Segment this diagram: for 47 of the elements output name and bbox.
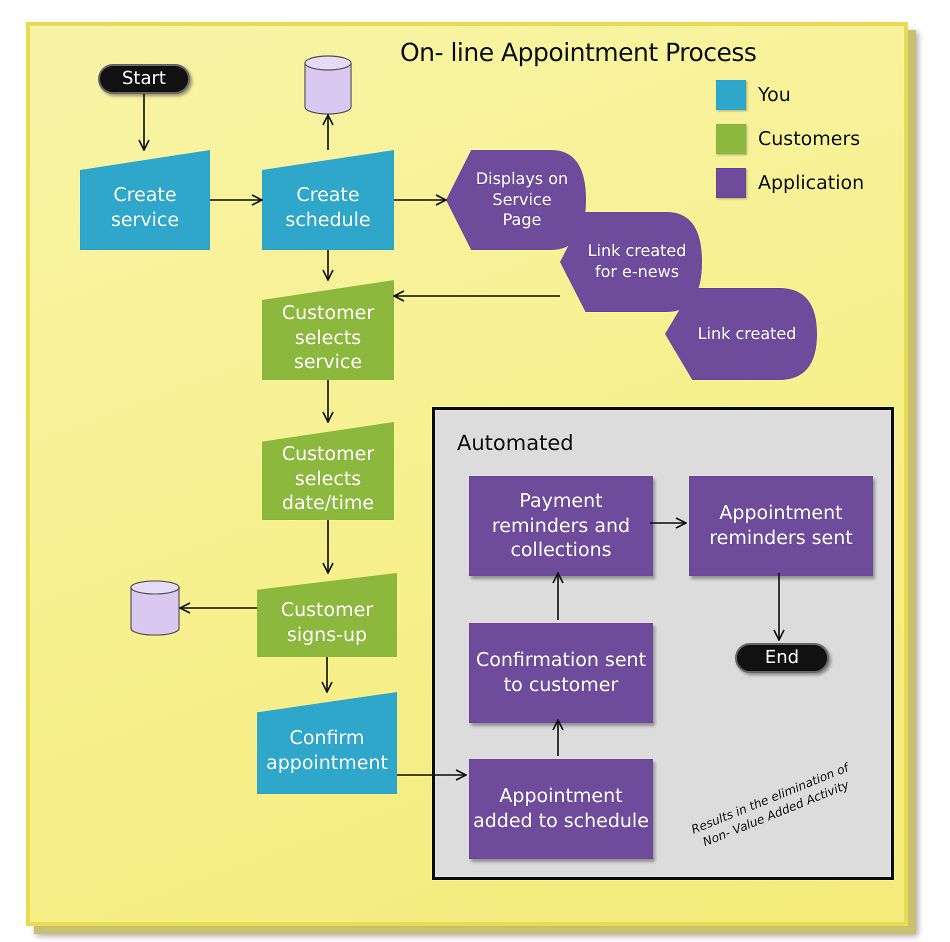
step-label: Confirm appointment	[265, 726, 389, 776]
legend-label: Customers	[758, 128, 860, 150]
legend-label: You	[758, 84, 791, 106]
process-box	[469, 623, 653, 723]
step-label: Confirmation sent to customer	[474, 648, 648, 698]
arrow	[393, 290, 560, 302]
arrow	[322, 114, 334, 150]
database-cylinder	[304, 55, 352, 115]
diagram-title: On- line Appointment Process	[400, 38, 756, 67]
step-label: Appointment reminders sent	[708, 501, 854, 551]
step-label: Customer selects date/time	[280, 442, 376, 516]
step-label: Displays on Service Page	[474, 168, 570, 232]
step-label: Customer selects service	[280, 300, 376, 376]
step-label: Create service	[110, 183, 180, 233]
step-label: Start	[122, 67, 166, 91]
database-cylinder	[130, 580, 180, 636]
terminator-pill	[98, 64, 190, 94]
step-label: Customer signs-up	[280, 598, 374, 648]
legend-label: Application	[758, 172, 864, 194]
step-label: Payment reminders and collections	[490, 488, 632, 564]
automated-panel	[432, 407, 894, 880]
panel-heading: Automated	[457, 430, 574, 457]
display-shape	[665, 288, 817, 380]
process-box	[469, 476, 653, 576]
arrow	[552, 572, 564, 620]
arrow	[322, 520, 334, 574]
arrow	[179, 602, 257, 614]
terminator-pill	[735, 643, 829, 673]
arrow	[322, 250, 334, 281]
arrow	[322, 380, 334, 423]
process-box	[469, 759, 653, 859]
arrow	[138, 94, 150, 151]
display-shape	[446, 150, 586, 250]
display-shape	[560, 212, 702, 312]
arrow	[773, 573, 785, 641]
step-label: Create schedule	[284, 183, 372, 233]
arrow	[321, 657, 333, 693]
step-label: Link created	[698, 324, 796, 344]
process-box	[689, 476, 873, 576]
arrow	[397, 769, 467, 781]
arrow	[394, 194, 447, 206]
arrow	[552, 719, 564, 756]
step-label: Link created for e-news	[586, 241, 688, 283]
step-label: End	[764, 646, 800, 670]
arrow	[210, 194, 263, 206]
step-label: Appointment added to schedule	[472, 784, 650, 834]
arrow	[650, 517, 687, 529]
